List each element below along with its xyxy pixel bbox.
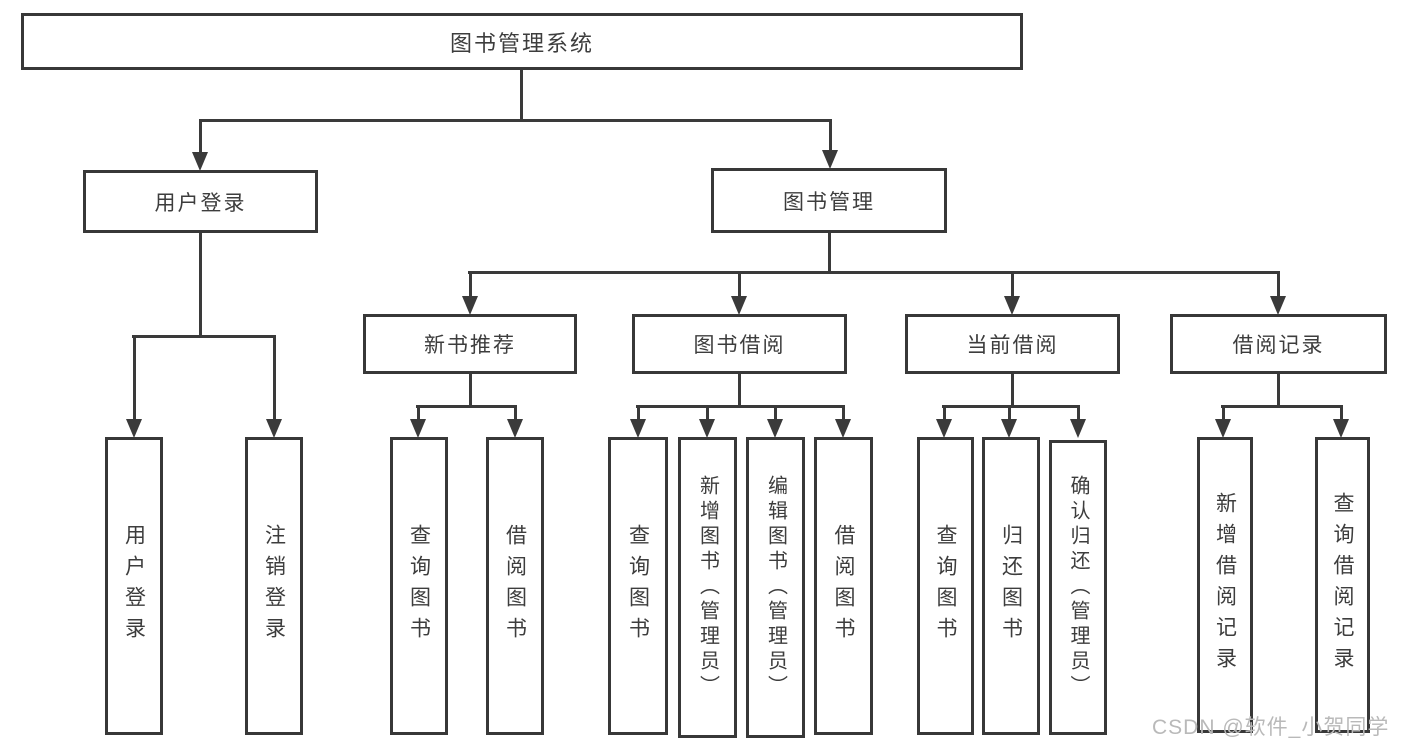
node-root: 图书管理系统 (21, 13, 1023, 70)
connector-segment (199, 119, 831, 122)
node-leaf-query-borrow-record: 查询借阅记录 (1315, 437, 1370, 733)
connector-segment (273, 335, 276, 422)
connector-segment (133, 335, 136, 422)
node-label: 借阅记录 (1232, 334, 1325, 357)
node-leaf-edit-book-admin: 编辑图书（管理员） (746, 437, 805, 738)
arrow-down-icon (462, 296, 478, 315)
arrow-down-icon (936, 419, 952, 438)
node-label: 查询图书 (407, 524, 431, 648)
connector-segment (514, 405, 517, 423)
connector-segment (1277, 374, 1280, 407)
arrow-down-icon (731, 296, 747, 315)
node-current-borrowing: 当前借阅 (905, 314, 1120, 374)
arrow-down-icon (767, 419, 783, 438)
node-leaf-add-book-admin: 新增图书（管理员） (678, 437, 737, 738)
arrow-down-icon (1004, 296, 1020, 315)
node-label: 新增借阅记录 (1213, 492, 1237, 678)
node-leaf-borrow-book-borrow: 借阅图书 (814, 437, 873, 735)
node-leaf-borrow-book-recommend: 借阅图书 (486, 437, 544, 735)
connector-segment (738, 271, 741, 300)
connector-segment (1221, 405, 1342, 408)
node-label: 图书管理 (783, 190, 875, 214)
connector-segment (1077, 405, 1080, 423)
arrow-down-icon (1270, 296, 1286, 315)
connector-segment (774, 405, 777, 423)
node-borrowing-records: 借阅记录 (1170, 314, 1387, 374)
connector-segment (828, 233, 831, 273)
connector-segment (738, 374, 741, 407)
node-new-book-recommend: 新书推荐 (363, 314, 577, 374)
node-label: 查询借阅记录 (1331, 492, 1354, 678)
connector-segment (1008, 405, 1011, 423)
node-label: 编辑图书（管理员） (764, 475, 787, 700)
node-leaf-query-book-borrow: 查询图书 (608, 437, 668, 735)
arrow-down-icon (266, 419, 282, 438)
node-label: 图书管理系统 (449, 30, 594, 56)
arrow-down-icon (1215, 419, 1231, 438)
connector-segment (469, 374, 472, 407)
connector-segment (1277, 271, 1280, 300)
node-leaf-query-book-current: 查询图书 (917, 437, 974, 735)
connector-segment (469, 271, 472, 300)
arrow-down-icon (822, 150, 838, 169)
connector-segment (706, 405, 709, 423)
arrow-down-icon (835, 419, 851, 438)
connector-segment (842, 405, 845, 423)
arrow-down-icon (699, 419, 715, 438)
connector-segment (1222, 405, 1225, 423)
node-leaf-add-borrow-record: 新增借阅记录 (1197, 437, 1253, 733)
arrow-down-icon (507, 419, 523, 438)
node-leaf-confirm-return-admin: 确认归还（管理员） (1049, 440, 1107, 735)
connector-segment (468, 271, 1280, 274)
node-book-borrowing: 图书借阅 (632, 314, 847, 374)
connector-segment (416, 405, 516, 408)
connector-segment (199, 233, 202, 338)
connector-segment (132, 335, 276, 338)
arrow-down-icon (1070, 419, 1086, 438)
node-leaf-return-book: 归还图书 (982, 437, 1040, 735)
connector-segment (1011, 271, 1014, 300)
node-label: 用户登录 (122, 524, 146, 648)
connector-segment (199, 119, 202, 155)
node-label: 查询图书 (626, 524, 650, 648)
connector-segment (520, 70, 523, 122)
node-label: 用户登录 (154, 191, 247, 215)
node-book-management: 图书管理 (711, 168, 947, 233)
connector-segment (417, 405, 420, 423)
node-label: 新增图书（管理员） (696, 475, 719, 700)
node-leaf-user-login: 用户登录 (105, 437, 163, 735)
arrow-down-icon (410, 419, 426, 438)
arrow-down-icon (1001, 419, 1017, 438)
node-label: 确认归还（管理员） (1067, 475, 1089, 700)
node-label: 归还图书 (999, 524, 1023, 648)
arrow-down-icon (126, 419, 142, 438)
node-user-login: 用户登录 (83, 170, 318, 233)
node-label: 查询图书 (934, 524, 957, 648)
node-leaf-query-book-recommend: 查询图书 (390, 437, 448, 735)
arrow-down-icon (192, 152, 208, 171)
node-label: 当前借阅 (966, 334, 1059, 357)
connector-segment (636, 405, 844, 408)
node-label: 注销登录 (262, 524, 286, 648)
node-leaf-logout: 注销登录 (245, 437, 303, 735)
arrow-down-icon (1333, 419, 1349, 438)
connector-segment (637, 405, 640, 423)
connector-segment (829, 119, 832, 155)
node-label: 借阅图书 (832, 524, 855, 648)
node-label: 新书推荐 (424, 334, 516, 357)
connector-segment (1011, 374, 1014, 407)
node-label: 图书借阅 (693, 334, 786, 357)
node-label: 借阅图书 (503, 524, 527, 648)
connector-segment (943, 405, 946, 423)
watermark: CSDN @软件_小贺同学 (1152, 716, 1390, 739)
connector-segment (1340, 405, 1343, 423)
arrow-down-icon (630, 419, 646, 438)
